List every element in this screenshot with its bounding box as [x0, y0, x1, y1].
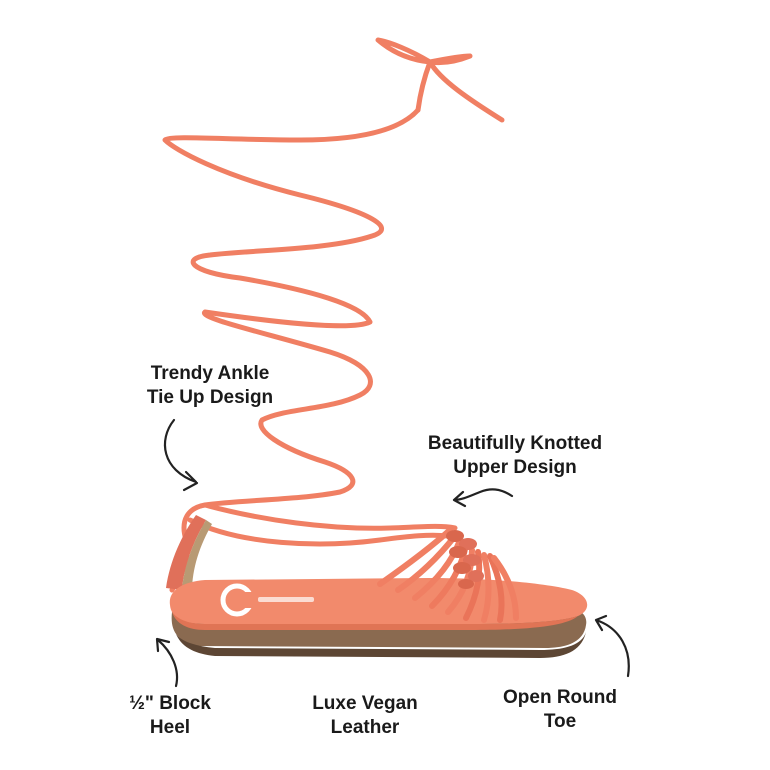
arrow-knot-icon — [452, 488, 514, 508]
footbed-edge — [172, 612, 578, 630]
lace-bow — [375, 37, 473, 65]
callout-heel-line1: ½" Block — [129, 693, 211, 714]
callout-heel-line2: Heel — [149, 717, 191, 738]
callout-ankle-tie: Trendy Ankle Tie Up Design — [120, 362, 300, 410]
callout-leather-line1: Luxe Vegan — [312, 693, 418, 714]
knot — [446, 530, 484, 589]
logo-wordmark — [258, 597, 314, 602]
lace-spiral — [162, 107, 421, 593]
callout-knotted-upper: Beautifully Knotted Upper Design — [410, 432, 620, 480]
heel-strap — [166, 515, 206, 590]
callout-knot-line1: Beautifully Knotted — [427, 433, 603, 454]
callout-vegan-leather: Luxe Vegan Leather — [290, 692, 440, 740]
callout-toe-line1: Open Round — [503, 687, 617, 708]
heel-strap-inner — [182, 520, 212, 592]
ankle-laces — [162, 37, 505, 593]
arrows — [155, 418, 630, 688]
lace-bow-tail-2 — [415, 59, 433, 113]
footbed — [169, 578, 588, 624]
callout-ankle-line1: Trendy Ankle — [150, 363, 270, 384]
callout-ankle-line2: Tie Up Design — [146, 387, 274, 408]
lace-bow-tail-1 — [427, 59, 505, 123]
lace-to-knot — [202, 502, 458, 531]
callout-toe-line2: Toe — [543, 711, 577, 732]
arrow-heel-icon — [155, 637, 179, 688]
callout-block-heel: ½" Block Heel — [110, 692, 230, 740]
arrow-toe-icon — [594, 614, 630, 678]
arrow-ankle-icon — [163, 418, 199, 492]
lace-ankle-wrap — [187, 517, 451, 547]
callout-open-toe: Open Round Toe — [480, 686, 640, 734]
footbed-logo — [220, 583, 314, 617]
callout-knot-line2: Upper Design — [453, 457, 577, 478]
callout-leather-line2: Leather — [330, 717, 400, 738]
sole-edge — [176, 632, 586, 658]
